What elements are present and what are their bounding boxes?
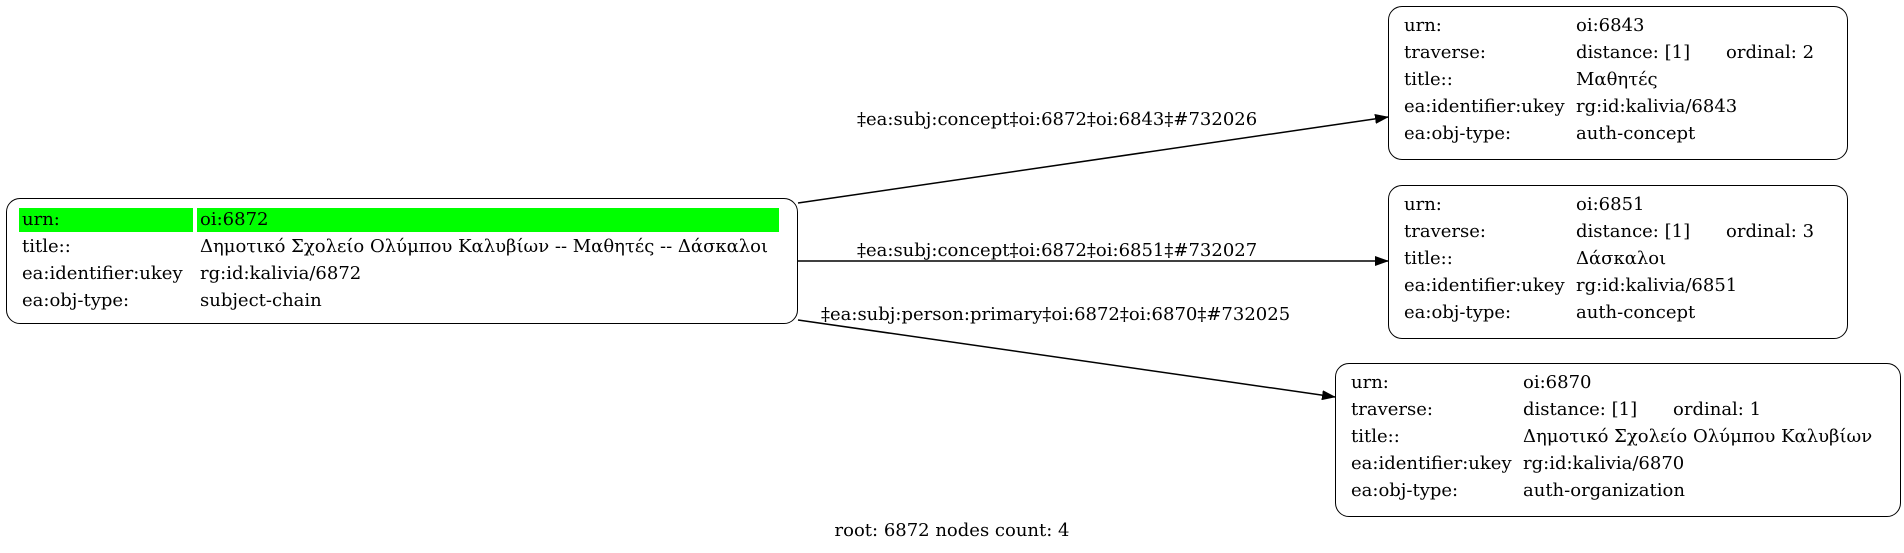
node-6851[interactable]: urn: oi:6851 traverse: distance: [1] ordina… bbox=[1388, 185, 1848, 339]
type-row: ea:obj-type: auth-concept bbox=[1401, 122, 1817, 146]
ukey-key: ea:identifier:ukey bbox=[1404, 275, 1565, 296]
title-value: Δημοτικό Σχολείο Ολύμπου Καλυβίων bbox=[1523, 426, 1873, 447]
title-key: title:: bbox=[1404, 69, 1453, 90]
urn-row: urn: oi:6843 bbox=[1401, 14, 1817, 38]
urn-key: urn: bbox=[19, 208, 193, 232]
ukey-value: rg:id:kalivia/6851 bbox=[1576, 275, 1738, 296]
edge-line-6843 bbox=[797, 113, 1389, 204]
ukey-row: ea:identifier:ukey rg:id:kalivia/6851 bbox=[1401, 274, 1817, 298]
title-value: Μαθητές bbox=[1576, 69, 1658, 90]
node-6870[interactable]: urn: oi:6870 traverse: distance: [1] ordina… bbox=[1335, 363, 1901, 517]
type-value: auth-concept bbox=[1576, 302, 1696, 323]
graph-footer: root: 6872 nodes count: 4 bbox=[834, 520, 1070, 541]
traverse-key: traverse: bbox=[1404, 221, 1486, 242]
distance-value: distance: [1] bbox=[1523, 399, 1638, 420]
traverse-key: traverse: bbox=[1404, 42, 1486, 63]
title-value: Δημοτικό Σχολείο Ολύμπου Καλυβίων -- Μαθ… bbox=[200, 236, 769, 257]
urn-value: oi:6851 bbox=[1576, 194, 1645, 215]
distance-value: distance: [1] bbox=[1576, 221, 1691, 242]
urn-key: urn: bbox=[1404, 15, 1442, 36]
type-key: ea:obj-type: bbox=[1404, 302, 1512, 323]
title-row: title::Δημοτικό Σχολείο Ολύμπου Καλυβίων bbox=[1348, 425, 1875, 449]
ukey-row: ea:identifier:ukey rg:id:kalivia/6870 bbox=[1348, 452, 1875, 476]
type-value: auth-concept bbox=[1576, 123, 1696, 144]
urn-key: urn: bbox=[1404, 194, 1442, 215]
urn-row: urn: oi:6851 bbox=[1401, 193, 1817, 217]
ordinal-value: ordinal: 3 bbox=[1726, 221, 1815, 242]
root-node[interactable]: urn: oi:6872 title:: Δημοτικό Σχολείο Ολ… bbox=[6, 198, 798, 324]
node-6843[interactable]: urn: oi:6843 traverse: distance: [1] ordina… bbox=[1388, 6, 1848, 160]
ukey-key: ea:identifier:ukey bbox=[1351, 453, 1512, 474]
ukey-value: rg:id:kalivia/6872 bbox=[200, 263, 362, 284]
ordinal-value: ordinal: 2 bbox=[1726, 42, 1815, 63]
type-row: ea:obj-type: auth-concept bbox=[1401, 301, 1817, 325]
root-ukey-row: ea:identifier:ukey rg:id:kalivia/6872 bbox=[19, 262, 779, 286]
edge-label-6843: ‡ea:subj:concept‡oi:6872‡oi:6843‡#732026 bbox=[857, 109, 1257, 130]
root-type-row: ea:obj-type: subject-chain bbox=[19, 289, 779, 313]
edge-label-6851: ‡ea:subj:concept‡oi:6872‡oi:6851‡#732027 bbox=[857, 240, 1257, 261]
type-key: ea:obj-type: bbox=[1351, 480, 1459, 501]
type-key: ea:obj-type: bbox=[1404, 123, 1512, 144]
title-value: Δάσκαλοι bbox=[1576, 248, 1667, 269]
urn-key: urn: bbox=[1351, 372, 1389, 393]
ukey-row: ea:identifier:ukey rg:id:kalivia/6843 bbox=[1401, 95, 1817, 119]
type-value: subject-chain bbox=[200, 290, 322, 311]
title-key: title:: bbox=[22, 236, 71, 257]
ukey-key: ea:identifier:ukey bbox=[1404, 96, 1565, 117]
edge-line-6870 bbox=[797, 319, 1336, 401]
type-row: ea:obj-type: auth-organization bbox=[1348, 479, 1875, 503]
traverse-key: traverse: bbox=[1351, 399, 1433, 420]
urn-value: oi:6872 bbox=[197, 208, 779, 232]
edge-label-6870: ‡ea:subj:person:primary‡oi:6872‡oi:6870‡… bbox=[821, 304, 1290, 325]
root-title-row: title:: Δημοτικό Σχολείο Ολύμπου Καλυβίω… bbox=[19, 235, 779, 259]
ordinal-value: ordinal: 1 bbox=[1673, 399, 1762, 420]
traverse-value: distance: [1] ordinal: 2 bbox=[1573, 41, 1817, 65]
distance-value: distance: [1] bbox=[1576, 42, 1691, 63]
type-key: ea:obj-type: bbox=[22, 290, 130, 311]
root-urn-row: urn: oi:6872 bbox=[19, 208, 779, 232]
traverse-row: traverse: distance: [1] ordinal: 2 bbox=[1401, 41, 1817, 65]
traverse-row: traverse: distance: [1] ordinal: 3 bbox=[1401, 220, 1817, 244]
type-value: auth-organization bbox=[1523, 480, 1685, 501]
ukey-value: rg:id:kalivia/6870 bbox=[1523, 453, 1685, 474]
traverse-value: distance: [1] ordinal: 3 bbox=[1573, 220, 1817, 244]
title-key: title:: bbox=[1404, 248, 1453, 269]
title-row: title::Δάσκαλοι bbox=[1401, 247, 1817, 271]
traverse-row: traverse: distance: [1] ordinal: 1 bbox=[1348, 398, 1875, 422]
urn-value: oi:6843 bbox=[1576, 15, 1645, 36]
traverse-value: distance: [1] ordinal: 1 bbox=[1520, 398, 1875, 422]
ukey-key: ea:identifier:ukey bbox=[22, 263, 183, 284]
ukey-value: rg:id:kalivia/6843 bbox=[1576, 96, 1738, 117]
urn-value: oi:6870 bbox=[1523, 372, 1592, 393]
title-row: title::Μαθητές bbox=[1401, 68, 1817, 92]
urn-row: urn: oi:6870 bbox=[1348, 371, 1875, 395]
title-key: title:: bbox=[1351, 426, 1400, 447]
